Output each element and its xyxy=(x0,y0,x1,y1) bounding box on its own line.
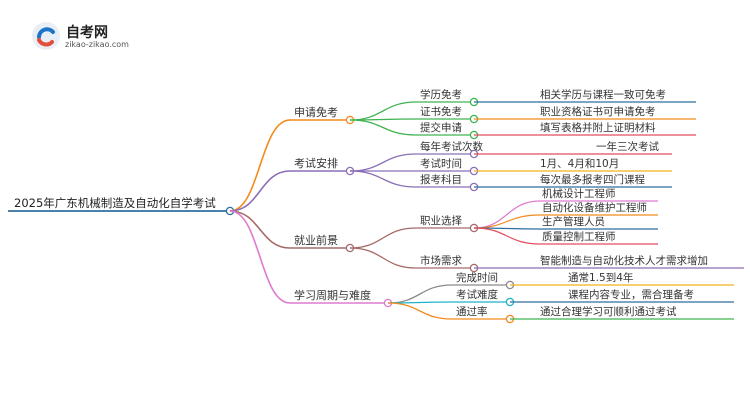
child-label: 每年考试次数 xyxy=(420,140,483,153)
leaf-label: 通常1.5到4年 xyxy=(568,271,633,284)
connector-line xyxy=(229,210,291,249)
brand-site: zikao-zikao.com xyxy=(65,40,129,49)
branch-label: 就业前景 xyxy=(294,233,338,247)
leaf-label: 一年三次考试 xyxy=(596,140,659,153)
child-label: 提交申请 xyxy=(420,121,462,134)
connector-line xyxy=(349,247,417,269)
connector-line xyxy=(387,284,453,304)
leaf-label: 自动化设备维护工程师 xyxy=(542,201,647,214)
child-label: 证书免考 xyxy=(420,105,462,118)
leaf-label: 机械设计工程师 xyxy=(542,187,616,200)
leaf-label: 通过合理学习可顺利通过考试 xyxy=(540,305,677,318)
brand-name: 自考网 xyxy=(66,25,108,41)
brand-logo: 自考网 zikao-zikao.com xyxy=(30,20,160,52)
leaf-label: 课程内容专业，需合理备考 xyxy=(568,288,694,301)
connector-line xyxy=(349,119,417,136)
leaf-label: 职业资格证书可申请免考 xyxy=(540,105,656,118)
root-label: 2025年广东机械制造及自动化自学考试 xyxy=(14,196,216,210)
child-label: 学历免考 xyxy=(420,88,462,101)
branch-label: 考试安排 xyxy=(294,156,338,170)
leaf-label: 每次最多报考四门课程 xyxy=(540,173,645,186)
child-label: 考试时间 xyxy=(420,157,462,170)
connector-line xyxy=(473,227,541,245)
child-label: 市场需求 xyxy=(420,254,462,267)
branch-label: 申请免考 xyxy=(294,105,338,119)
connector-line xyxy=(473,200,541,229)
leaf-label: 生产管理人员 xyxy=(542,215,605,228)
connector-line xyxy=(349,101,417,121)
connector-line xyxy=(229,170,291,212)
logo-mark-icon xyxy=(32,22,60,50)
leaf-label: 智能制造与自动化技术人才需求增加 xyxy=(540,254,708,267)
child-label: 考试难度 xyxy=(456,288,498,301)
leaf-label: 质量控制工程师 xyxy=(542,230,616,243)
child-label: 完成时间 xyxy=(456,271,498,284)
child-label: 报考科目 xyxy=(420,173,462,186)
child-label: 职业选择 xyxy=(420,214,462,227)
leaf-label: 相关学历与课程一致可免考 xyxy=(540,88,666,101)
child-label: 通过率 xyxy=(456,305,488,318)
leaf-label: 1月、4月和10月 xyxy=(540,158,619,170)
connector-line xyxy=(349,170,417,188)
connector-line xyxy=(349,153,417,172)
connector-line xyxy=(229,119,291,212)
connector-line xyxy=(387,302,453,320)
branch-label: 学习周期与难度 xyxy=(294,288,371,302)
leaf-label: 填写表格并附上证明材料 xyxy=(540,121,656,134)
connector-line xyxy=(349,227,417,249)
connector-line xyxy=(229,210,291,304)
connector-line xyxy=(473,214,541,229)
